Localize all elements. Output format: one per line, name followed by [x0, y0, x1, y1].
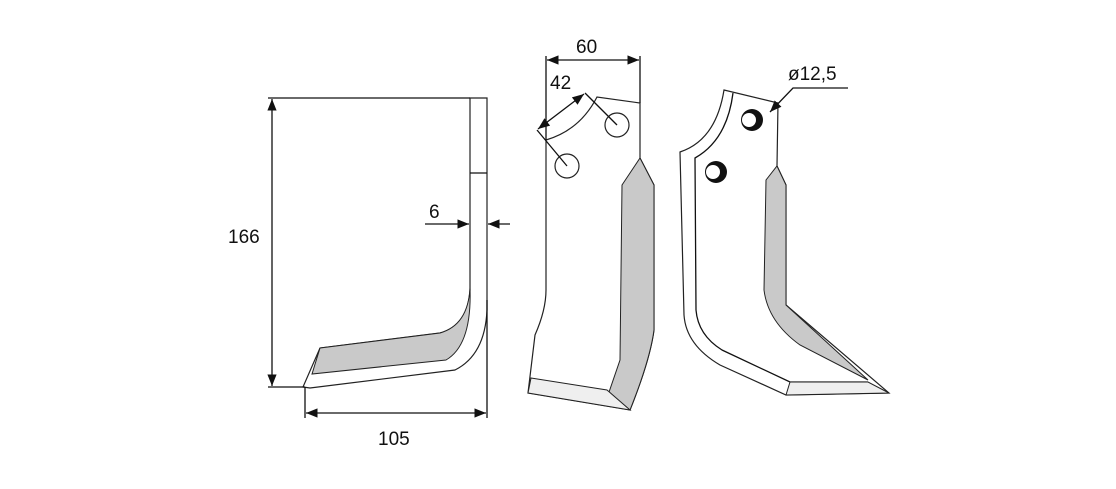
hole-spacing-extension-b: [584, 92, 618, 126]
front-width-label: 60: [576, 37, 597, 58]
hole-spacing-extension-a: [536, 129, 568, 167]
back-blade-bevel: [763, 165, 869, 381]
side-blade-bevel: [311, 287, 471, 375]
hole-diameter-leader: [769, 87, 848, 113]
front-blade-tip: [527, 377, 632, 411]
width-label: 105: [378, 429, 410, 450]
hole-diameter-label: ø12,5: [788, 64, 837, 85]
back-view: ø12,5: [679, 64, 891, 396]
back-blade-edge-line: [694, 92, 868, 383]
mounting-hole-upper-back: [741, 109, 763, 131]
back-blade-tip: [785, 381, 890, 396]
hole-spacing-dimension-line: [537, 93, 585, 130]
thickness-label: 6: [429, 202, 440, 223]
hole-spacing-label: 42: [550, 73, 571, 94]
front-view: 60 42: [527, 37, 655, 411]
height-label: 166: [228, 227, 260, 248]
mounting-hole-lower-back: [705, 161, 727, 183]
side-view: 166 6 105: [228, 97, 510, 450]
